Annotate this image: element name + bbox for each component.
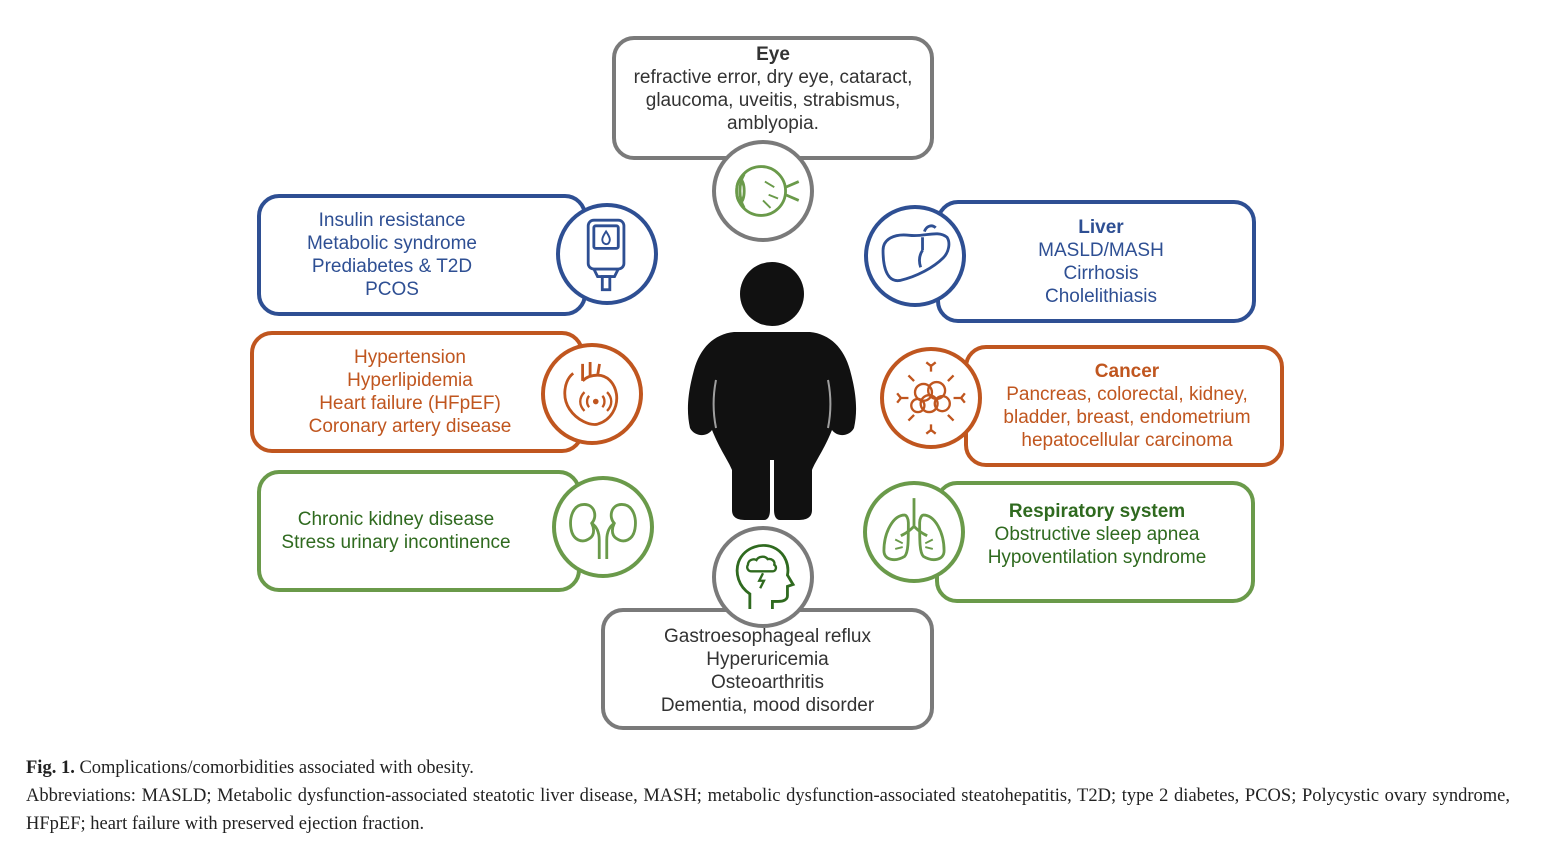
metabolic-line-3: Prediabetes & T2D	[311, 256, 473, 277]
eye-title: Eye	[756, 44, 790, 65]
cancer-line-1: Pancreas, colorectal, kidney,	[1006, 384, 1248, 405]
other-line-3: Osteoarthritis	[711, 672, 824, 693]
liver-title: Liver	[1078, 216, 1124, 238]
eye-box: Eye refractive error, dry eye, cataract,…	[612, 36, 934, 160]
liver-line-3: Cholelithiasis	[1045, 285, 1157, 307]
eye-line-1: refractive error, dry eye, cataract,	[633, 67, 913, 88]
lungs-icon	[863, 481, 965, 583]
other-line-2: Hyperuricemia	[706, 649, 829, 670]
liver-icon	[864, 205, 966, 307]
cardio-line-4: Coronary artery disease	[308, 416, 512, 437]
figure-title: Complications/comorbidities associated w…	[79, 758, 474, 778]
liver-box: Liver MASLD/MASH Cirrhosis Cholelithiasi…	[936, 200, 1256, 323]
kidneys-icon	[552, 476, 654, 578]
other-line-4: Dementia, mood disorder	[660, 695, 875, 716]
figure-abbreviations: Abbreviations: MASLD; Metabolic dysfunct…	[26, 786, 1510, 834]
obese-person-icon	[687, 262, 857, 520]
cardio-line-1: Hypertension	[354, 347, 466, 368]
cancer-line-3: hepatocellular carcinoma	[1021, 430, 1233, 451]
eye-line-2: glaucoma, uveitis, strabismus,	[645, 90, 901, 111]
cancer-box: Cancer Pancreas, colorectal, kidney, bla…	[964, 345, 1284, 467]
cardio-line-3: Heart failure (HFpEF)	[319, 393, 501, 414]
liver-line-1: MASLD/MASH	[1038, 239, 1164, 261]
metabolic-line-1: Insulin resistance	[318, 210, 466, 231]
cancer-title: Cancer	[1094, 361, 1160, 382]
kidney-box: Chronic kidney disease Stress urinary in…	[257, 470, 581, 592]
metabolic-box: Insulin resistance Metabolic syndrome Pr…	[257, 194, 587, 316]
tumor-cells-icon	[880, 347, 982, 449]
eye-icon	[712, 140, 814, 242]
kidney-line-1: Chronic kidney disease	[297, 509, 495, 530]
other-line-1: Gastroesophageal reflux	[663, 626, 871, 647]
respiratory-line-2: Hypoventilation syndrome	[987, 546, 1207, 568]
glucose-meter-icon	[556, 203, 658, 305]
eye-line-3: amblyopia.	[727, 113, 819, 134]
metabolic-line-4: PCOS	[365, 279, 419, 300]
respiratory-line-1: Obstructive sleep apnea	[994, 523, 1200, 545]
kidney-line-2: Stress urinary incontinence	[281, 532, 511, 553]
liver-line-2: Cirrhosis	[1063, 262, 1139, 284]
cardio-line-2: Hyperlipidemia	[347, 370, 473, 391]
cardio-box: Hypertension Hyperlipidemia Heart failur…	[250, 331, 584, 453]
metabolic-line-2: Metabolic syndrome	[306, 233, 478, 254]
head-storm-icon	[712, 526, 814, 628]
respiratory-box: Respiratory system Obstructive sleep apn…	[935, 481, 1255, 603]
other-box: Gastroesophageal reflux Hyperuricemia Os…	[601, 608, 934, 730]
respiratory-title: Respiratory system	[1008, 500, 1186, 522]
figure-label: Fig. 1.	[26, 758, 75, 778]
figure-caption: Fig. 1. Complications/comorbidities asso…	[26, 754, 1510, 782]
heart-icon	[541, 343, 643, 445]
cancer-line-2: bladder, breast, endometrium	[1003, 407, 1251, 428]
